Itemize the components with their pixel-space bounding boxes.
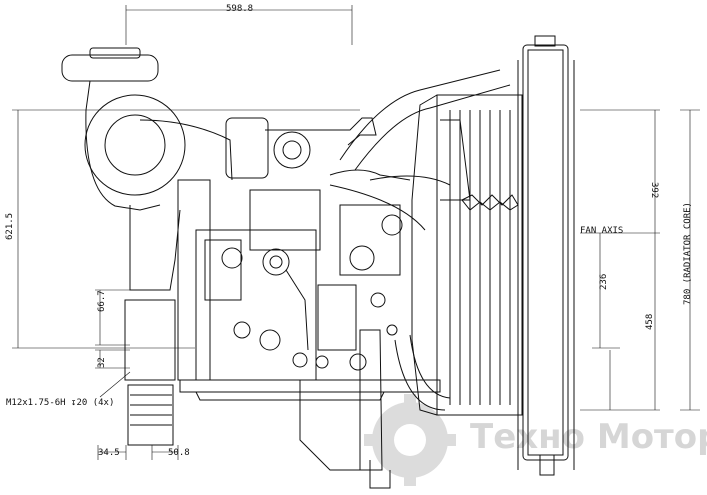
- watermark-text: Техно Моторс: [470, 417, 707, 457]
- dimension-66-7: 66.7: [97, 290, 107, 312]
- dimension-34-5: 34.5: [98, 448, 120, 458]
- engine-outline: [61, 35, 575, 489]
- watermark: Техно Моторс: [364, 394, 707, 486]
- dimension-top-width: 598.8: [226, 4, 253, 14]
- dimension-lines: [12, 5, 700, 460]
- dimension-radiator-core: 780 (RADIATOR CORE): [683, 202, 693, 305]
- dimension-236: 236: [599, 274, 609, 290]
- fan-axis-label: FAN AXIS: [580, 226, 623, 236]
- dimension-32: 32: [97, 357, 107, 368]
- gear-logo-icon: [364, 394, 456, 486]
- dimension-458: 458: [645, 314, 655, 330]
- thread-note: M12x1.75-6H ↧20 (4x): [6, 398, 114, 408]
- dimension-392: 392: [649, 182, 659, 198]
- dimension-50-8: 50.8: [168, 448, 190, 458]
- dimension-height-left: 621.5: [5, 213, 15, 240]
